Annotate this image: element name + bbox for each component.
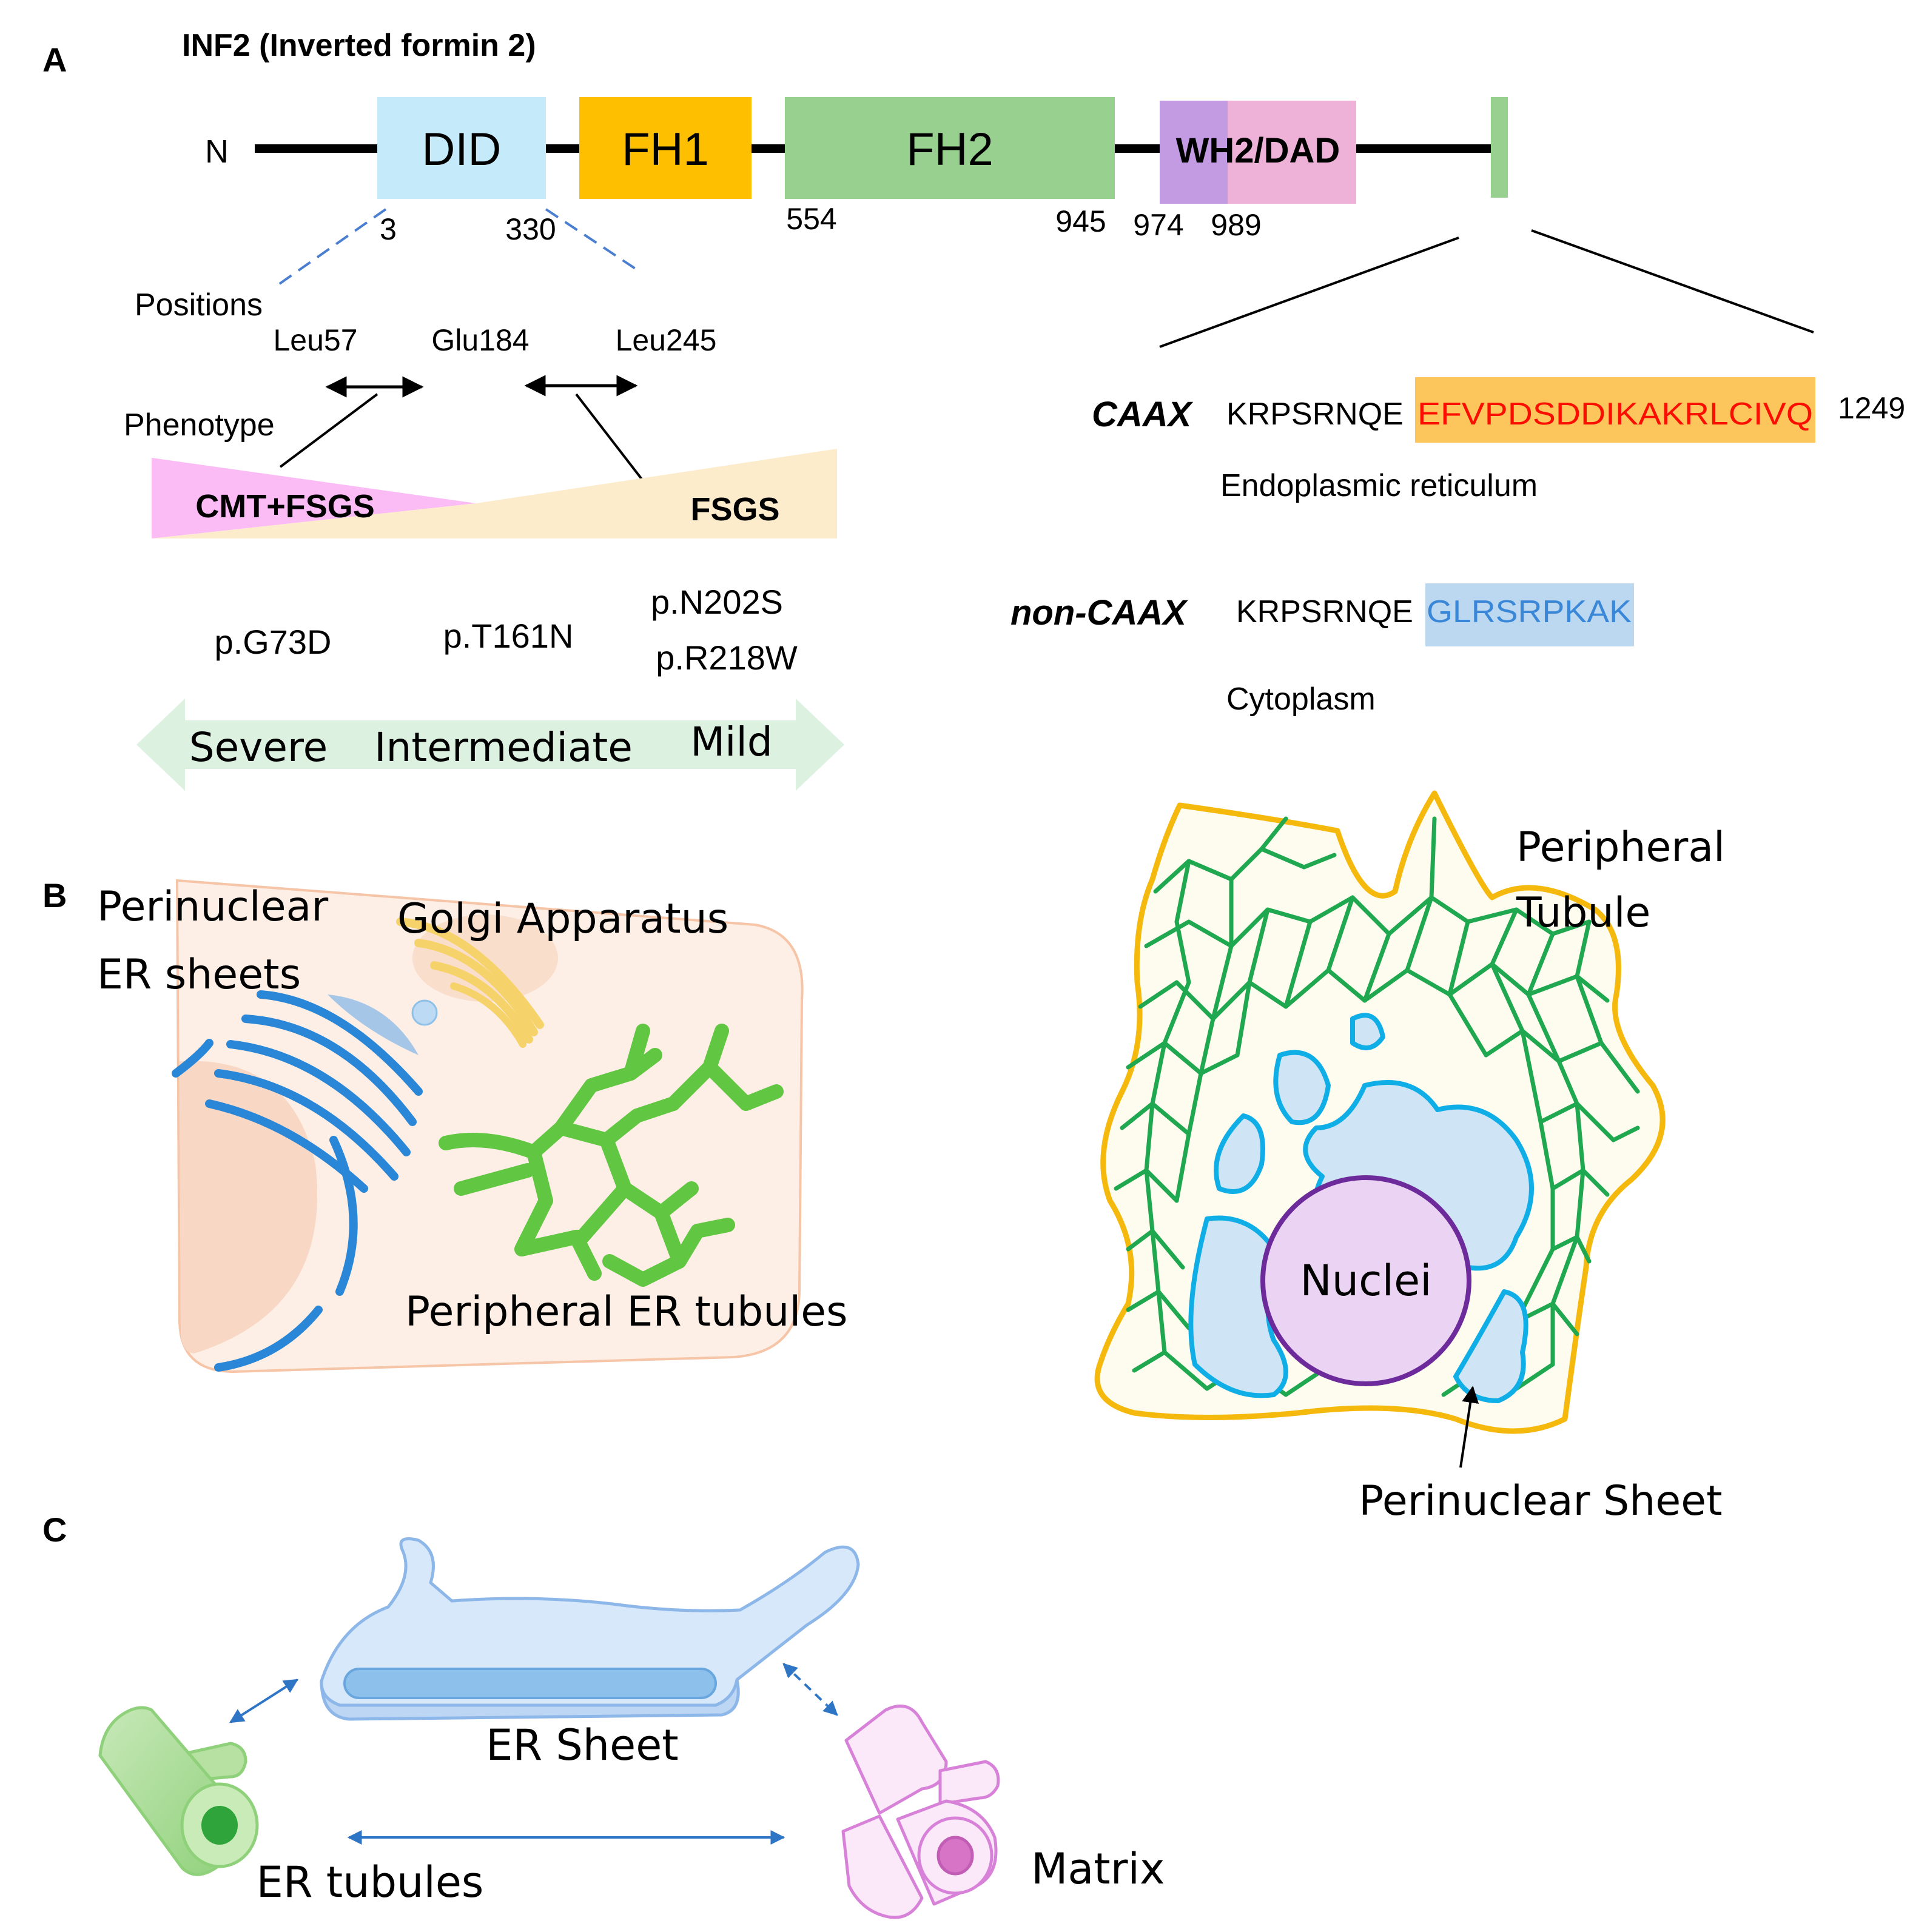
er-sheet-label: ER Sheet — [486, 1720, 679, 1770]
pointer-line-1 — [279, 393, 378, 468]
position-945: 945 — [1055, 204, 1106, 238]
position-330: 330 — [505, 212, 556, 246]
severity-severe: Severe — [189, 724, 328, 771]
golgi-label: Golgi Apparatus — [397, 895, 728, 943]
perinuclear-er-sheets — [172, 990, 423, 1372]
position-554: 554 — [786, 202, 836, 236]
er-sheet-shape — [320, 1537, 860, 1721]
non-caax-label: non-CAAX — [1010, 593, 1188, 632]
position-989: 989 — [1211, 208, 1261, 242]
panel-b-label: B — [42, 876, 67, 914]
er-tubule-cylinder — [98, 1706, 259, 1876]
residue-leu57: Leu57 — [273, 323, 357, 357]
er-tubules-label: ER tubules — [257, 1857, 484, 1907]
dad-domain — [1228, 101, 1356, 204]
fh2-domain-label: FH2 — [906, 124, 994, 175]
fh1-domain-label: FH1 — [622, 124, 709, 175]
matrix-shape — [841, 1704, 1000, 1919]
did-zoom-line-right — [545, 208, 643, 274]
caax-location: Endoplasmic reticulum — [1220, 468, 1538, 503]
caax-prefix: KRPSRNQE — [1226, 397, 1404, 432]
caax-end-position: 1249 — [1838, 391, 1905, 425]
caax-tail-sequence: EFVPDSDDIKAKRLCIVQ — [1417, 397, 1813, 432]
fsgs-wedge — [152, 449, 837, 538]
vesicle — [411, 999, 438, 1026]
non-caax-location: Cytoplasm — [1226, 682, 1376, 717]
phenotype-cmt-fsgs: CMT+FSGS — [195, 488, 375, 525]
perinuclear-sheet-label: Perinuclear Sheet — [1359, 1477, 1722, 1525]
er-tubule-network — [1114, 816, 1640, 1397]
caax-label: CAAX — [1092, 395, 1194, 434]
severity-arrow — [136, 699, 844, 791]
mutation-r218w: p.R218W — [656, 639, 798, 677]
non-caax-prefix: KRPSRNQE — [1236, 594, 1413, 629]
position-974: 974 — [1133, 208, 1183, 242]
c-zoom-line-left — [1159, 236, 1459, 348]
mutation-t161n: p.T161N — [443, 617, 574, 655]
c-zoom-line-right — [1531, 229, 1814, 334]
protein-title: INF2 (Inverted formin 2) — [182, 28, 536, 63]
panel-a-label: A — [42, 41, 67, 79]
tubule-sheet-arrow — [229, 1679, 299, 1723]
peripheral-tubule-label-line1: Peripheral — [1516, 823, 1725, 871]
sheet-pointer-arrow — [1459, 1386, 1479, 1468]
tubules-label: Peripheral ER tubules — [405, 1288, 848, 1336]
phenotype-fsgs: FSGS — [690, 491, 779, 528]
residue-glu184: Glu184 — [431, 323, 529, 357]
cell-body — [175, 879, 804, 1374]
matrix-label: Matrix — [1031, 1844, 1165, 1894]
sheet-matrix-arrow — [782, 1663, 838, 1716]
cmt-fsgs-wedge — [152, 458, 476, 538]
pointer-line-2 — [575, 393, 643, 480]
n-terminus-label: N — [205, 133, 229, 170]
c-terminal-tail — [1491, 97, 1508, 198]
peripheral-er-tubules — [439, 1024, 784, 1287]
phenotype-label: Phenotype — [124, 408, 275, 443]
er-sheets-label-line2: ER sheets — [97, 951, 301, 999]
peripheral-tubule-label-line2: Tubule — [1516, 889, 1650, 937]
wh2-dad-domain-label: WH2/DAD — [1176, 131, 1340, 170]
panel-c-label: C — [42, 1511, 67, 1549]
er-sheets-label-line1: Perinuclear — [97, 883, 328, 931]
severity-intermediate: Intermediate — [374, 724, 633, 771]
did-domain-label: DID — [422, 124, 502, 175]
nuclei-label: Nuclei — [1300, 1256, 1431, 1306]
wh2-domain — [1160, 101, 1228, 204]
er-sheet-patch — [328, 995, 419, 1055]
mutation-g73d: p.G73D — [215, 623, 332, 661]
non-caax-tail-sequence: GLRSRPKAK — [1427, 594, 1632, 629]
non-caax-highlight — [1425, 583, 1634, 646]
positions-label: Positions — [135, 287, 263, 323]
mutation-n202s: p.N202S — [651, 583, 783, 621]
residue-leu245: Leu245 — [616, 323, 717, 357]
fh1-domain — [579, 97, 751, 199]
severity-mild: Mild — [690, 719, 773, 765]
did-domain — [377, 97, 546, 199]
position-3: 3 — [380, 212, 397, 246]
nucleus-circle — [1260, 1175, 1471, 1386]
fh2-domain — [785, 97, 1115, 199]
caax-highlight — [1415, 377, 1815, 443]
did-zoom-line-left — [277, 208, 387, 286]
perinuclear-sheet-region — [1188, 1013, 1534, 1403]
golgi-apparatus — [396, 914, 558, 1048]
